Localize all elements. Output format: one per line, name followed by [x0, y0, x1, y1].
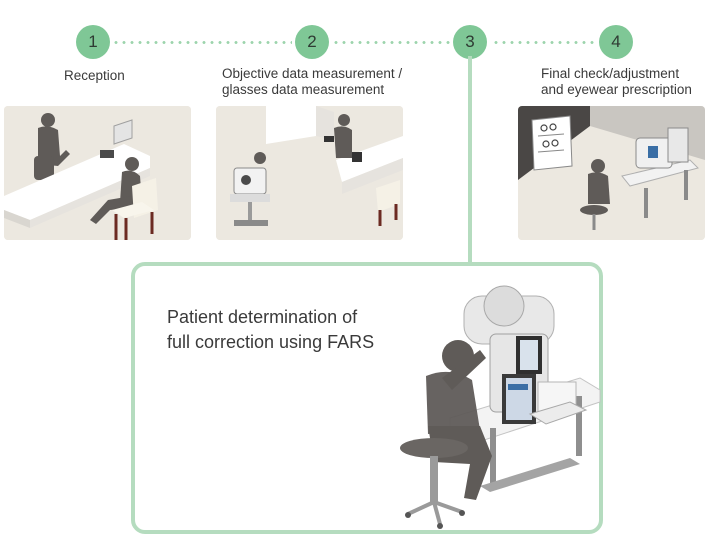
final-check-scene-icon — [518, 106, 705, 240]
step-connector-3-4 — [492, 41, 596, 44]
step-1-label-line: Reception — [64, 68, 125, 83]
final-check-illustration — [518, 106, 705, 240]
step-connector-1-2 — [112, 41, 292, 44]
step-2-badge: 2 — [295, 25, 329, 59]
step-4-badge: 4 — [599, 25, 633, 59]
step-2-label-line-1: Objective data measurement / — [222, 66, 403, 81]
step-3-badge: 3 — [453, 25, 487, 59]
step-connector-2-3 — [332, 41, 452, 44]
fars-step-title-line-2: full correction using FARS — [167, 332, 375, 352]
fars-step-title-line-1: Patient determination of — [167, 307, 358, 327]
step-2-label-line-2: glasses data measurement — [222, 82, 385, 97]
step-4-label-line-2: and eyewear prescription — [541, 82, 692, 97]
fars-device-illustration — [400, 285, 601, 529]
step-1-label: Reception — [64, 68, 125, 84]
step-4-label: Final check/adjustment and eyewear presc… — [541, 66, 692, 98]
step-2-label: Objective data measurement / glasses dat… — [222, 66, 402, 98]
reception-illustration — [4, 106, 191, 240]
reception-scene-icon — [4, 106, 191, 240]
measurement-scene-icon — [216, 106, 403, 240]
fars-step-title: Patient determination of full correction… — [167, 305, 374, 355]
step-4-label-line-1: Final check/adjustment — [541, 66, 680, 81]
step-3-connector — [468, 56, 472, 266]
measurement-illustration — [216, 106, 403, 240]
step-1-badge: 1 — [76, 25, 110, 59]
